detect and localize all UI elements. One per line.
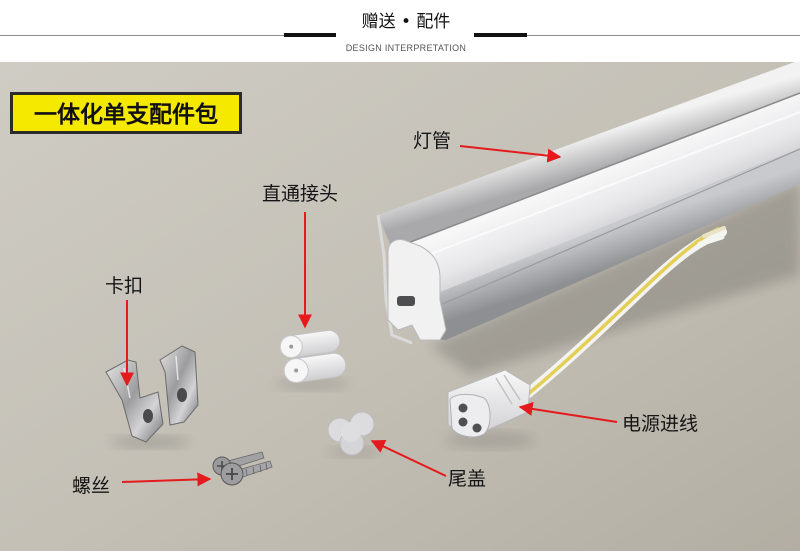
straight-connectors <box>274 329 350 390</box>
power-cable-callout-arrow <box>518 402 618 423</box>
power-cable <box>517 226 727 403</box>
tube-housing-top <box>378 62 800 249</box>
clip-right <box>159 345 199 426</box>
connector-pin-hole <box>458 417 468 427</box>
badge-background <box>13 95 239 131</box>
end-cap <box>327 411 380 457</box>
clip-label: 卡扣 <box>105 275 143 297</box>
tube-housing-bottom <box>420 148 800 340</box>
tube-callout-arrow <box>459 145 562 163</box>
end-cap-callout-arrow <box>370 440 447 477</box>
connector-pin-hole <box>458 403 468 413</box>
badge-text: 一体化单支配件包 <box>34 101 218 128</box>
led-tube <box>376 62 800 375</box>
section-subtitle: DESIGN INTERPRETATION <box>345 43 467 53</box>
connector-label: 直通接头 <box>262 183 338 205</box>
header-accent-bar-left <box>284 33 336 37</box>
tube-diffuser <box>392 94 800 305</box>
screw-callout-arrow <box>121 472 212 487</box>
tube-label: 灯管 <box>413 130 451 152</box>
header-accent-bar-right <box>474 33 527 37</box>
screw-label: 螺丝 <box>72 475 110 497</box>
product-photo: 一体化单支配件包 灯管 直通接头 卡扣 电源进线 尾盖 螺丝 <box>0 62 800 551</box>
section-header: 赠送 • 配件 DESIGN INTERPRETATION <box>0 0 800 62</box>
screws <box>212 451 273 486</box>
end-cap-label: 尾盖 <box>448 468 486 490</box>
package-badge: 一体化单支配件包 <box>10 92 242 134</box>
header-divider-left <box>0 35 284 36</box>
power-cable-label: 电源进线 <box>622 413 698 435</box>
header-divider-right <box>527 35 800 36</box>
tube-end-face <box>387 239 447 341</box>
connector-pin-hole <box>472 423 482 433</box>
section-title: 赠送 • 配件 <box>361 12 451 32</box>
tube-shadow <box>430 182 800 375</box>
tube-end-slot <box>397 296 415 306</box>
